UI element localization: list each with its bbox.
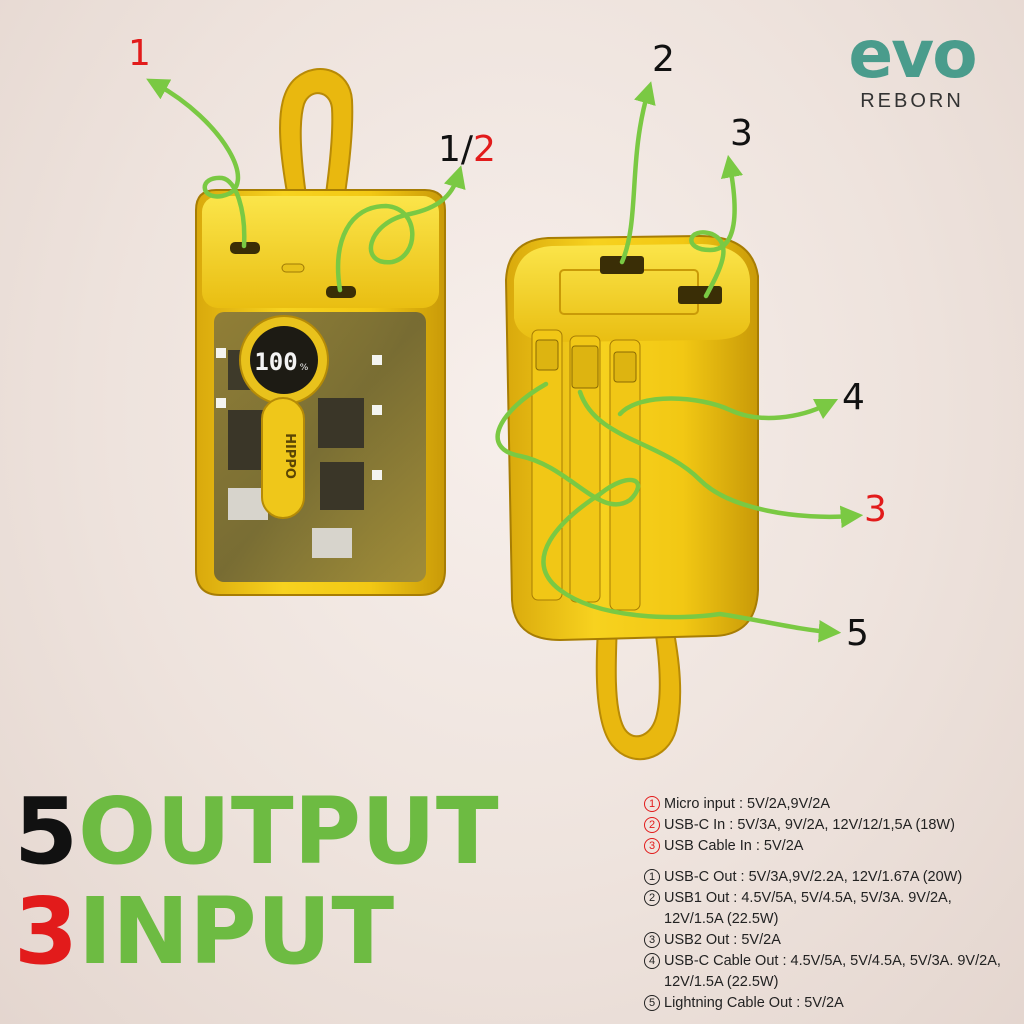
callout-left-1-2-a: 1/: [438, 129, 474, 170]
arrow-right-3-red: [577, 389, 864, 529]
left-white-led: [216, 398, 226, 408]
left-keyhole-stem: [261, 397, 305, 519]
left-white-led: [372, 405, 382, 415]
arrow-left-1-2: [335, 165, 466, 293]
callout-right-4-num: 4: [842, 377, 865, 418]
spec-list: 1 Micro input : 5V/2A,9V/2A 2 USB-C In :…: [644, 794, 1014, 1014]
spec-input-3-text: USB Cable In : 5V/2A: [664, 838, 804, 854]
left-display-screen: [250, 326, 318, 394]
input-word: INPUT: [78, 878, 395, 985]
right-usb-connector: [571, 345, 599, 389]
left-power-bank: 100 % HIPPO: [195, 68, 446, 596]
spec-output-1-text: USB-C Out : 5V/3A,9V/2.2A, 12V/1.67A (20…: [664, 869, 963, 885]
callout-right-5: 5: [846, 614, 869, 654]
left-circuit-c: [318, 398, 364, 448]
callout-left-1: 1: [128, 34, 151, 74]
brand-logo: evo: [848, 16, 977, 93]
spec-output-1-num: 1: [644, 869, 660, 885]
right-power-bank: [504, 234, 759, 761]
spec-output-5-text: Lightning Cable Out : 5V/2A: [664, 995, 844, 1011]
brand-block: evo REBORN: [822, 22, 1002, 113]
left-circuit-d: [320, 462, 364, 510]
spec-output-2-num: 2: [644, 890, 660, 906]
callout-right-4: 4: [842, 378, 865, 418]
spec-input-1-text: Micro input : 5V/2A,9V/2A: [664, 796, 831, 812]
spec-output-1: 1 USB-C Out : 5V/3A,9V/2.2A, 12V/1.67A (…: [644, 867, 1014, 888]
spec-input-2: 2 USB-C In : 5V/3A, 9V/2A, 12V/12/1,5A (…: [644, 815, 1014, 836]
callout-right-2-num: 2: [652, 39, 675, 80]
callout-right-3-red-num: 3: [864, 489, 887, 530]
arrow-left-1: [146, 78, 247, 249]
left-display-reading: 100: [254, 348, 297, 376]
callout-arrows: [146, 78, 864, 643]
spec-output-3-num: 3: [644, 932, 660, 948]
headline-input: 3INPUT: [14, 886, 394, 978]
left-top-band: [202, 196, 439, 308]
spec-output-5: 5 Lightning Cable Out : 5V/2A: [644, 993, 1014, 1014]
output-count: 5: [14, 778, 79, 885]
right-top-face: [514, 244, 750, 342]
right-usb1-port: [600, 256, 644, 274]
callout-right-2: 2: [652, 40, 675, 80]
spec-output-2-text: USB1 Out : 4.5V/5A, 5V/4.5A, 5V/3A. 9V/2…: [664, 890, 952, 927]
arrow-right-4: [617, 396, 839, 421]
power-bank-illustration: 100 % HIPPO: [146, 68, 864, 761]
output-word: OUTPUT: [78, 778, 499, 885]
spec-input-2-text: USB-C In : 5V/3A, 9V/2A, 12V/12/1,5A (18…: [664, 817, 955, 833]
headline-output: 5OUTPUT: [14, 786, 499, 878]
spec-input-2-num: 2: [644, 817, 660, 833]
left-white-led: [372, 355, 382, 365]
callout-right-3: 3: [730, 114, 753, 154]
arrow-right-3: [689, 154, 744, 299]
spec-output-4-num: 4: [644, 953, 660, 969]
brand-subtitle: REBORN: [860, 90, 964, 112]
spec-output-3-text: USB2 Out : 5V/2A: [664, 932, 781, 948]
left-display-percent: %: [300, 363, 309, 373]
spec-output-2: 2 USB1 Out : 4.5V/5A, 5V/4.5A, 5V/3A. 9V…: [644, 888, 1014, 930]
spec-divider: [644, 857, 1014, 867]
callout-left-1-num: 1: [128, 33, 151, 74]
right-lightning-connector: [535, 339, 559, 371]
spec-output-4: 4 USB-C Cable Out : 4.5V/5A, 5V/4.5A, 5V…: [644, 951, 1014, 993]
spec-input-1: 1 Micro input : 5V/2A,9V/2A: [644, 794, 1014, 815]
spec-input-3: 3 USB Cable In : 5V/2A: [644, 836, 1014, 857]
left-brand-print: HIPPO: [282, 433, 297, 479]
callout-right-5-num: 5: [846, 613, 869, 654]
right-usbc-connector: [613, 351, 637, 383]
spec-output-3: 3 USB2 Out : 5V/2A: [644, 930, 1014, 951]
callout-left-1-2-b: 2: [473, 129, 496, 170]
arrow-right-2: [619, 81, 656, 265]
arrow-right-5: [495, 381, 842, 643]
right-usb2-port: [678, 286, 722, 304]
left-port-block-b: [312, 528, 352, 558]
spec-output-4-text: USB-C Cable Out : 4.5V/5A, 5V/4.5A, 5V/3…: [664, 953, 1001, 990]
left-white-led: [372, 470, 382, 480]
input-count: 3: [14, 878, 79, 985]
spec-input-1-num: 1: [644, 796, 660, 812]
spec-input-3-num: 3: [644, 838, 660, 854]
callout-left-1-2: 1/2: [438, 130, 496, 170]
callout-right-3-num: 3: [730, 113, 753, 154]
left-white-led: [216, 348, 226, 358]
callout-right-3-red: 3: [864, 490, 887, 530]
spec-output-5-num: 5: [644, 995, 660, 1011]
left-led: [281, 263, 305, 273]
